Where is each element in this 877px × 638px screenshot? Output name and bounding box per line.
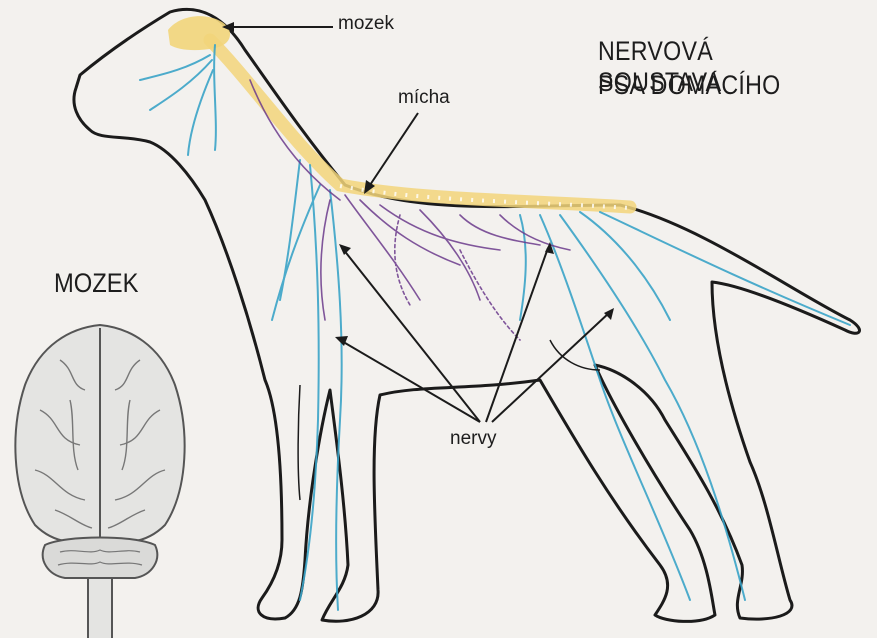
brain-stem bbox=[87, 578, 113, 638]
label-brain: mozek bbox=[338, 13, 394, 34]
body-detail-lines bbox=[297, 339, 601, 501]
brain-illustration bbox=[14, 323, 186, 638]
brain-cerebellum bbox=[41, 536, 159, 579]
spinal-cord bbox=[203, 33, 637, 214]
brain-heading: MOZEK bbox=[54, 268, 139, 298]
nerves-blue bbox=[139, 44, 851, 611]
arrowheads bbox=[222, 22, 614, 346]
dog-outline bbox=[72, 7, 861, 623]
label-nerves: nervy bbox=[450, 428, 497, 449]
label-spinal-cord: mícha bbox=[398, 87, 450, 108]
pointer-arrows bbox=[228, 26, 611, 423]
cerebellum-folds bbox=[57, 549, 143, 566]
brain-gyri bbox=[34, 359, 166, 529]
nerves-purple bbox=[249, 79, 571, 341]
diagram-title-line1: NERVOVÁ SOUSTAVA bbox=[598, 36, 722, 97]
diagram-title-line2: PSA DOMÁCÍHO bbox=[598, 70, 781, 100]
